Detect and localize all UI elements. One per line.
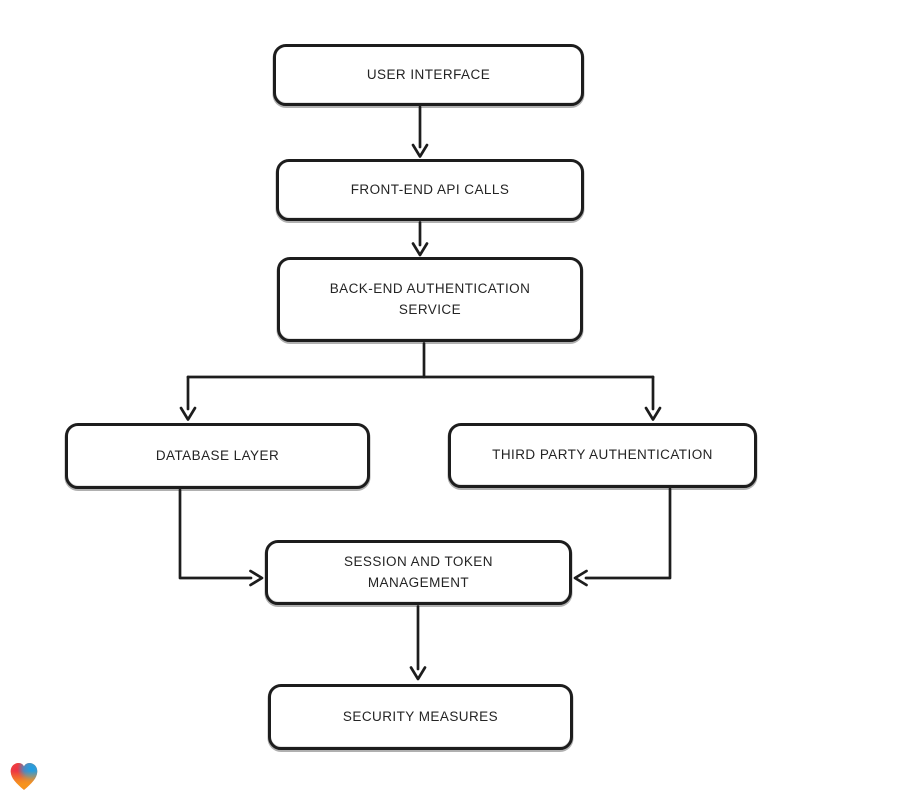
- edge-back-end-authentication-service-to-third-party-authentication: [644, 375, 662, 421]
- node-database-layer: DATABASE LAYER: [65, 423, 370, 489]
- arrowhead-down-icon: [411, 242, 429, 257]
- node-label: BACK-END AUTHENTICATION SERVICE: [329, 280, 531, 317]
- node-label: USER INTERFACE: [366, 66, 491, 82]
- node-third-party-authentication: THIRD PARTY AUTHENTICATION: [448, 423, 757, 488]
- edge-back-end-authentication-service-to-database-layer: [179, 342, 655, 421]
- arrowhead-right-icon: [249, 569, 264, 587]
- heart-gradient-icon[interactable]: [7, 758, 41, 794]
- node-label: SESSION AND TOKEN MANAGEMENT: [344, 553, 493, 590]
- edge-third-party-authentication-to-session-and-token-management: [573, 487, 672, 587]
- arrowhead-down-icon: [179, 406, 197, 421]
- node-back-end-authentication-service: BACK-END AUTHENTICATION SERVICE: [277, 257, 583, 342]
- arrowhead-down-icon: [411, 143, 429, 158]
- edge-session-and-token-management-to-security-measures: [409, 605, 427, 681]
- node-label: SECURITY MEASURES: [342, 708, 499, 724]
- node-security-measures: SECURITY MEASURES: [268, 684, 573, 750]
- arrowhead-down-icon: [644, 406, 662, 421]
- edge-front-end-api-calls-to-back-end-authentication-service: [411, 221, 429, 257]
- node-front-end-api-calls: FRONT-END API CALLS: [276, 159, 584, 221]
- node-label: FRONT-END API CALLS: [350, 181, 510, 197]
- node-session-and-token-management: SESSION AND TOKEN MANAGEMENT: [265, 540, 572, 605]
- node-label: THIRD PARTY AUTHENTICATION: [492, 447, 713, 463]
- edge-user-interface-to-front-end-api-calls: [411, 105, 429, 158]
- node-label: DATABASE LAYER: [155, 447, 280, 463]
- edge-database-layer-to-session-and-token-management: [178, 488, 264, 587]
- node-user-interface: USER INTERFACE: [273, 44, 584, 106]
- arrowhead-left-icon: [573, 569, 588, 587]
- arrowhead-down-icon: [409, 666, 427, 681]
